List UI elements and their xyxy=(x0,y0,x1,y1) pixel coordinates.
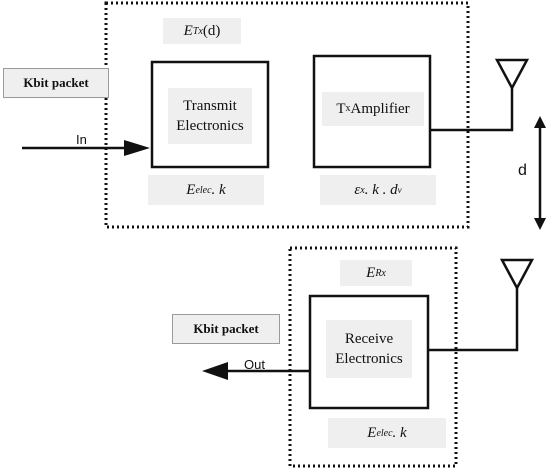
receiver-boundary xyxy=(288,246,458,468)
input-label: In xyxy=(76,132,87,147)
rx-antenna-icon xyxy=(499,258,535,291)
rx-antenna-feed xyxy=(428,286,519,352)
receive-electronics-line1: Receive xyxy=(344,331,394,347)
transmit-electronics-line2: Electronics xyxy=(176,118,244,134)
receive-electronics-label: Receive Electronics xyxy=(326,320,412,378)
distance-label: d xyxy=(518,162,527,179)
receive-electronics-block xyxy=(308,294,430,410)
tx-packet-label: Kbit packet xyxy=(3,68,109,98)
transmit-electronics-line1: Transmit xyxy=(183,98,237,114)
tx-amplifier-block xyxy=(312,54,432,169)
input-arrow-head xyxy=(124,140,150,156)
receive-electronics-line2: Electronics xyxy=(335,351,403,367)
distance-arrow-head-top xyxy=(534,116,546,128)
rx-packet-label: Kbit packet xyxy=(172,314,280,344)
transmitter-boundary xyxy=(104,1,470,229)
distance-arrow-head-bottom xyxy=(534,218,546,230)
transmit-electronics-label: Transmit Electronics xyxy=(168,88,252,144)
output-arrow-head xyxy=(202,362,228,380)
output-label: Out xyxy=(244,357,265,372)
transmit-electronics-block xyxy=(150,60,270,169)
tx-antenna-feed xyxy=(430,86,514,132)
tx-antenna-icon xyxy=(494,58,530,91)
